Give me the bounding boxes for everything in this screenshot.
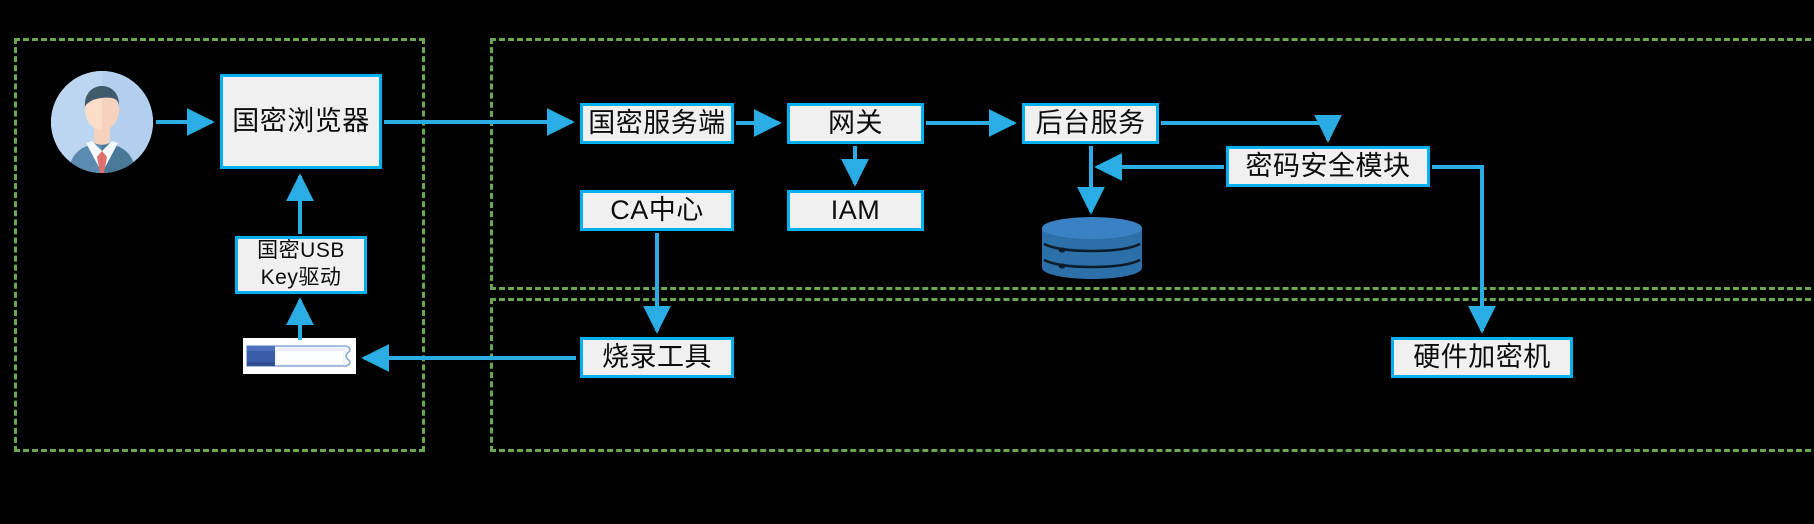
node-gateway[interactable]: 网关 xyxy=(787,103,924,144)
node-burner-tool[interactable]: 烧录工具 xyxy=(580,337,734,378)
node-backend-service[interactable]: 后台服务 xyxy=(1022,103,1159,144)
usb-flash-drive-icon xyxy=(243,338,356,374)
node-crypto-security-module[interactable]: 密码安全模块 xyxy=(1226,146,1430,187)
offline-zone xyxy=(490,298,1814,452)
node-gm-server[interactable]: 国密服务端 xyxy=(580,103,734,144)
client-zone xyxy=(14,38,425,452)
node-hardware-encryptor[interactable]: 硬件加密机 xyxy=(1391,337,1573,378)
node-browser[interactable]: 国密浏览器 xyxy=(220,74,382,169)
node-iam[interactable]: IAM xyxy=(787,190,924,231)
database-cylinder-icon xyxy=(1040,216,1144,280)
node-usbkey-driver[interactable]: 国密USB Key驱动 xyxy=(235,236,367,294)
server-zone xyxy=(490,38,1814,290)
user-avatar-icon xyxy=(51,71,153,173)
node-ca-center[interactable]: CA中心 xyxy=(580,190,734,231)
